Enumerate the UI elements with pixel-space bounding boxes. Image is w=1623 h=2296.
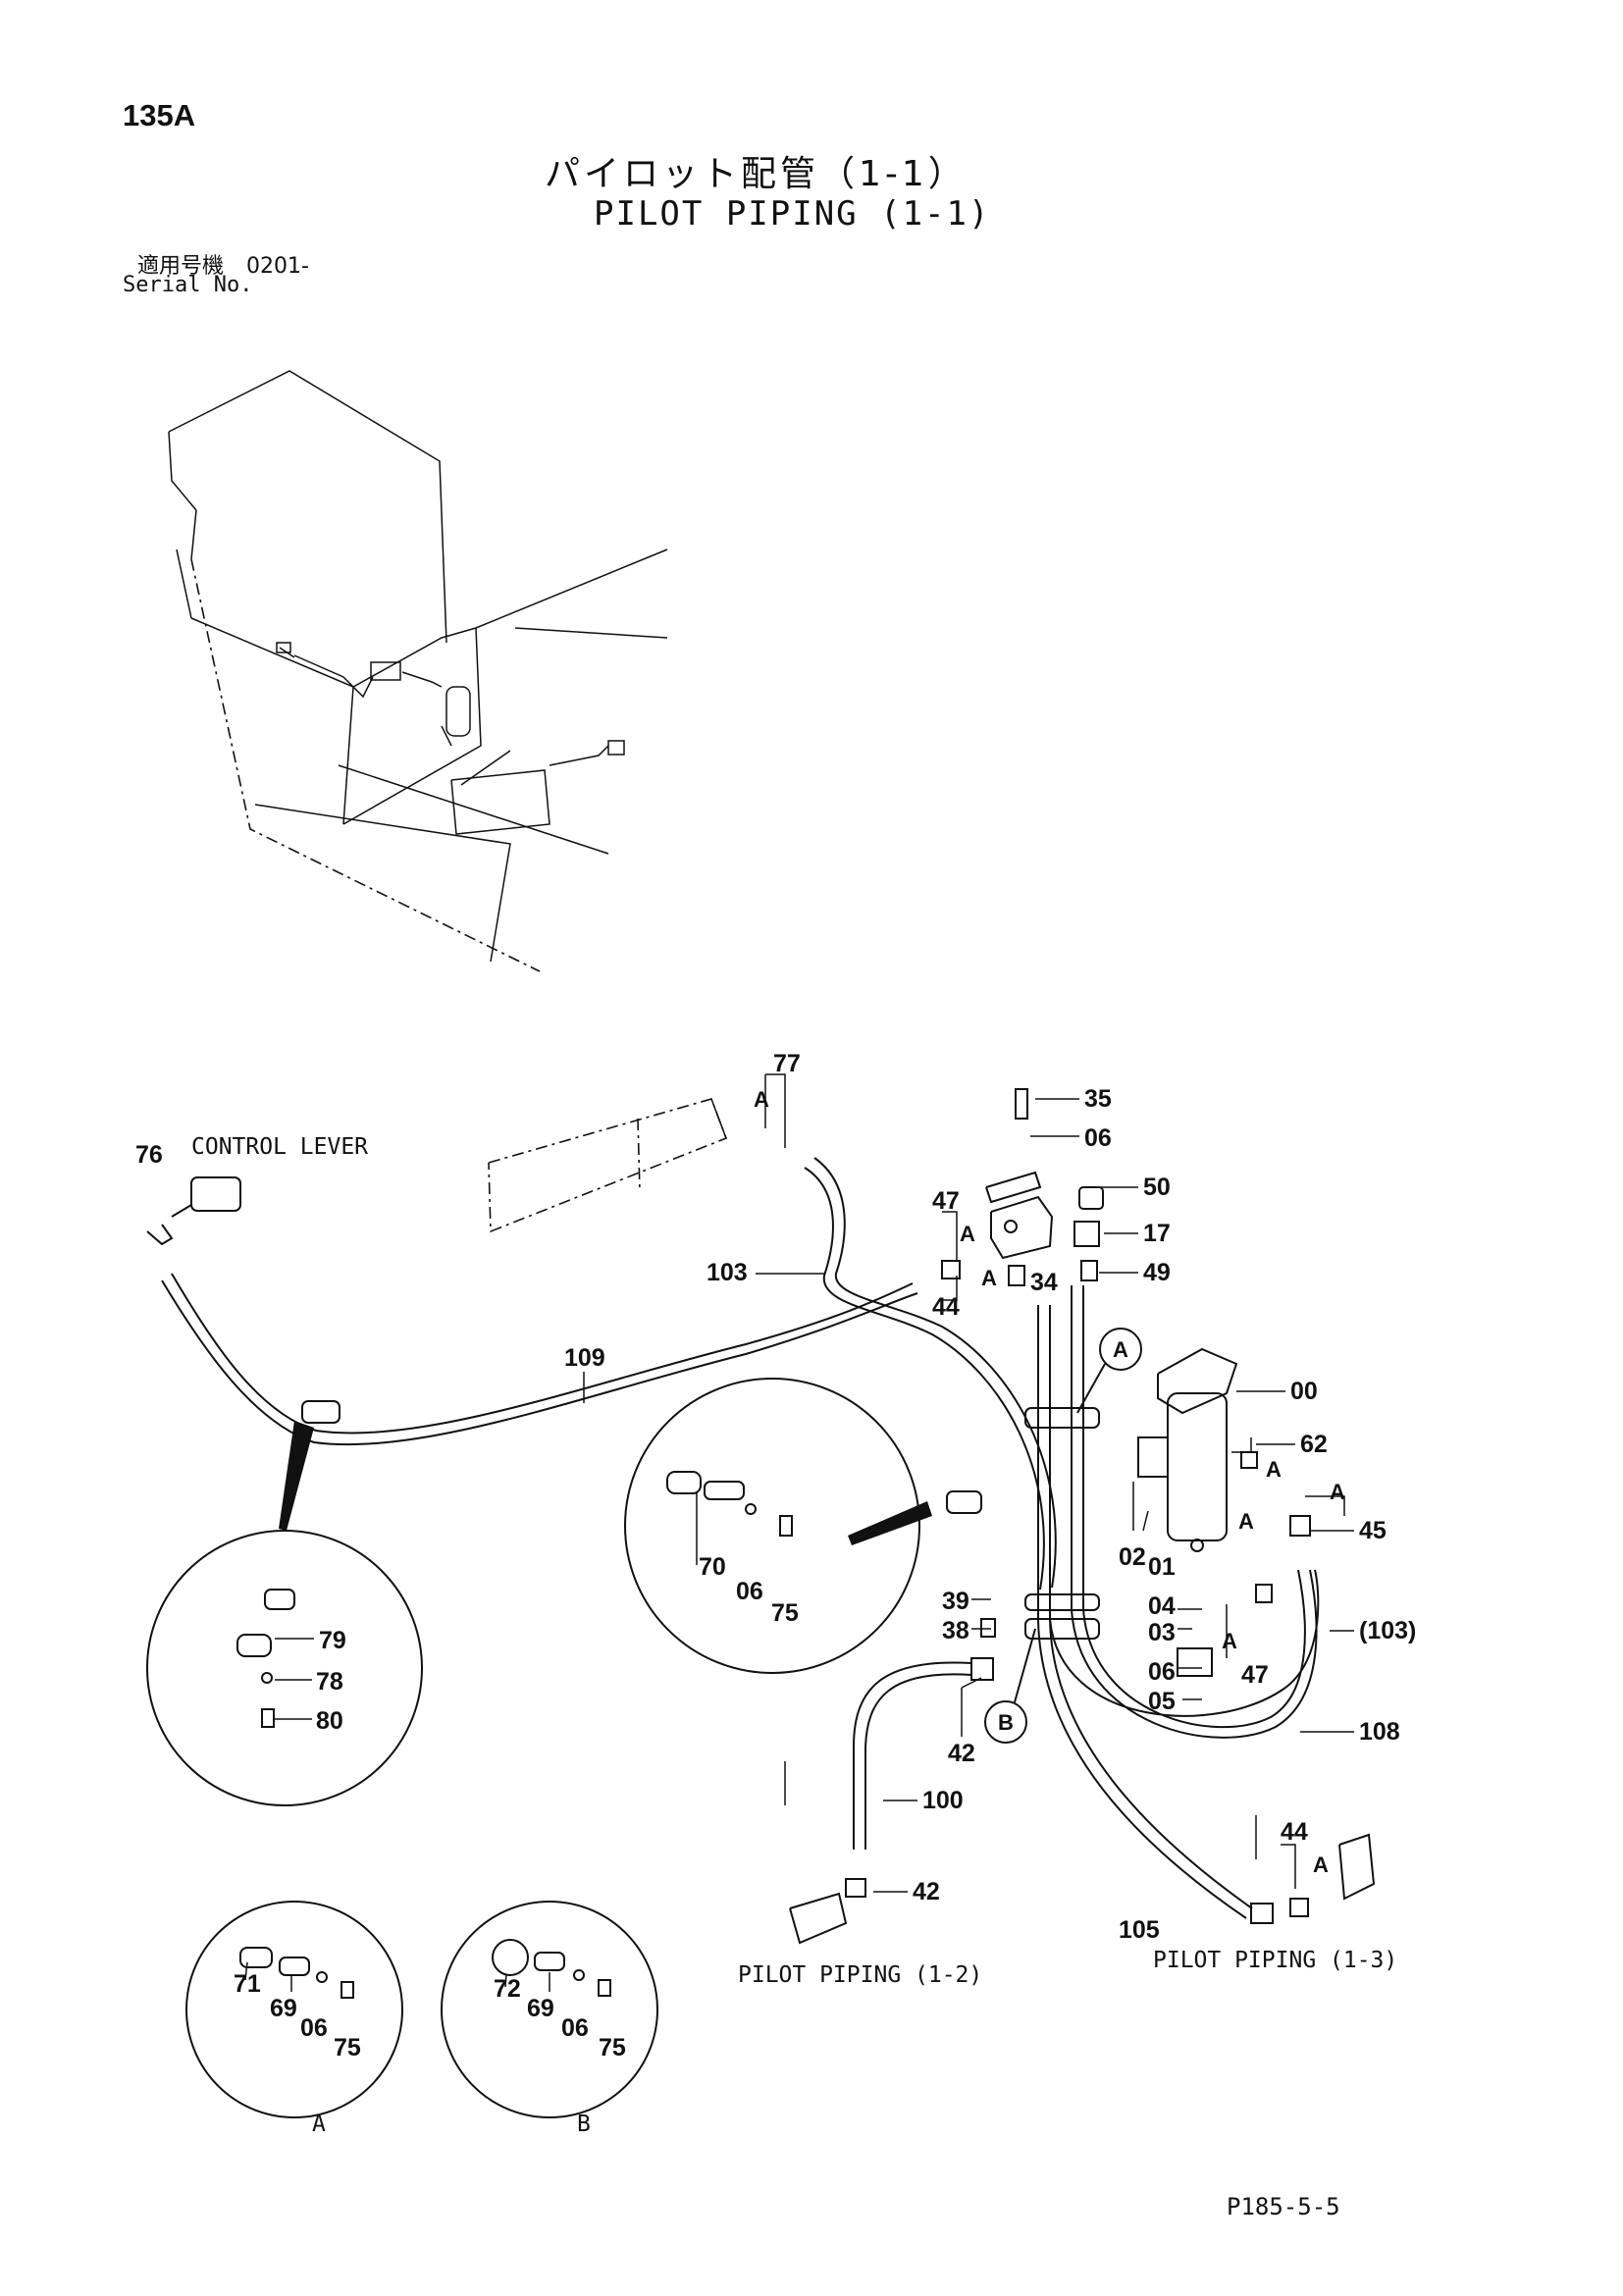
detail-circle-clamp-70 — [624, 1378, 920, 1674]
part-label-75: 75 — [771, 1599, 799, 1627]
part-label-77: 77 — [773, 1050, 801, 1077]
part-label-80: 80 — [316, 1707, 343, 1735]
part-label-44b: 44 — [1281, 1818, 1308, 1846]
part-label-42b: 42 — [913, 1878, 940, 1905]
part-label-06b: 06 — [1148, 1658, 1176, 1686]
detail-circle-clamp-79 — [146, 1530, 423, 1806]
part-label-01: 01 — [1148, 1553, 1176, 1581]
callout-a-circle — [1099, 1328, 1142, 1371]
page-title-english: PILOT PIPING (1-1) — [594, 194, 991, 234]
svg-text:A: A — [1222, 1629, 1237, 1653]
part-label-38: 38 — [942, 1617, 969, 1644]
machine-overview-sketch — [168, 370, 668, 972]
hose-105 — [1037, 1618, 1247, 1919]
part-label-108: 108 — [1359, 1718, 1400, 1746]
part-label-75c: 75 — [599, 2034, 626, 2061]
part-label-45: 45 — [1359, 1517, 1387, 1544]
page-title-japanese: パイロット配管（1-1） — [545, 154, 968, 194]
part-label-06: 06 — [1084, 1124, 1112, 1152]
hose-103 — [804, 1167, 1045, 1591]
caption-control-lever: CONTROL LEVER — [191, 1134, 368, 1160]
serial-label-english: Serial No. — [123, 273, 253, 297]
caption-pilot-piping-1-3: PILOT PIPING (1-3) — [1153, 1948, 1397, 1973]
part-labels: 35 06 50 17 49 47 34 44 103 77 76 109 00… — [135, 1050, 1416, 2061]
part-label-103: 103 — [707, 1259, 748, 1286]
part-label-02: 02 — [1119, 1543, 1146, 1571]
part-label-71: 71 — [234, 1970, 261, 1998]
part-label-17: 17 — [1143, 1220, 1171, 1247]
svg-text:A: A — [1313, 1852, 1329, 1877]
part-label-44: 44 — [932, 1293, 960, 1321]
svg-text:A: A — [1266, 1457, 1282, 1482]
part-label-50: 50 — [1143, 1174, 1171, 1201]
part-label-103b: (103) — [1359, 1617, 1416, 1644]
detail-b-label: B — [577, 2112, 591, 2137]
callout-a-letter: A — [1113, 1337, 1128, 1362]
serial-label-japanese: 適用号機 0201- — [137, 248, 309, 280]
reference-letters: A A A A A A A A — [754, 1087, 1345, 1877]
part-label-04: 04 — [1148, 1592, 1176, 1620]
part-label-69b: 69 — [527, 1995, 554, 2022]
hose-108 — [1071, 1569, 1318, 1739]
part-label-76: 76 — [135, 1141, 163, 1169]
detail-circle-b — [441, 1901, 658, 2118]
part-label-06e: 06 — [561, 2014, 589, 2042]
page-number: 135A — [123, 98, 196, 132]
part-label-03: 03 — [1148, 1619, 1176, 1646]
part-label-75b: 75 — [334, 2034, 361, 2061]
hose-109 — [161, 1279, 918, 1446]
callout-b-circle — [984, 1700, 1027, 1744]
part-label-69: 69 — [270, 1995, 297, 2022]
part-label-00: 00 — [1290, 1378, 1318, 1405]
hose-100 — [853, 1661, 972, 1850]
detail-a-label: A — [312, 2112, 326, 2137]
part-label-70: 70 — [699, 1553, 726, 1581]
control-lever-part — [146, 1176, 241, 1246]
part-label-100: 100 — [922, 1787, 964, 1814]
filter-unit-00 — [1137, 1347, 1238, 1552]
part-label-62: 62 — [1300, 1431, 1328, 1458]
svg-text:A: A — [960, 1222, 975, 1246]
part-label-78: 78 — [316, 1668, 343, 1696]
drawing-code: P185-5-5 — [1227, 2193, 1340, 2220]
part-label-105: 105 — [1119, 1916, 1160, 1944]
part-label-42: 42 — [948, 1740, 975, 1767]
cab-frame-beam — [488, 1098, 728, 1233]
part-label-35: 35 — [1084, 1085, 1112, 1113]
caption-pilot-piping-1-2: PILOT PIPING (1-2) — [738, 1962, 982, 1988]
part-label-05: 05 — [1148, 1688, 1176, 1715]
part-label-72: 72 — [494, 1975, 521, 2003]
serial-label-jp-text: 適用号機 — [137, 254, 225, 279]
svg-text:A: A — [981, 1266, 997, 1290]
detail-circle-a — [185, 1901, 403, 2118]
part-label-49: 49 — [1143, 1259, 1171, 1286]
callout-b-letter: B — [998, 1710, 1014, 1735]
part-label-06d: 06 — [300, 2014, 328, 2042]
part-label-34: 34 — [1030, 1269, 1058, 1296]
serial-value: 0201- — [246, 254, 309, 279]
part-label-79: 79 — [319, 1627, 346, 1654]
svg-text:A: A — [1238, 1509, 1254, 1534]
block-34 — [985, 1088, 1104, 1260]
part-label-06c: 06 — [736, 1578, 763, 1605]
part-label-47b: 47 — [1241, 1661, 1269, 1689]
part-label-39: 39 — [942, 1588, 969, 1615]
part-label-109: 109 — [564, 1344, 605, 1372]
part-label-47: 47 — [932, 1187, 960, 1215]
svg-text:A: A — [754, 1087, 769, 1112]
svg-text:A: A — [1330, 1480, 1345, 1504]
